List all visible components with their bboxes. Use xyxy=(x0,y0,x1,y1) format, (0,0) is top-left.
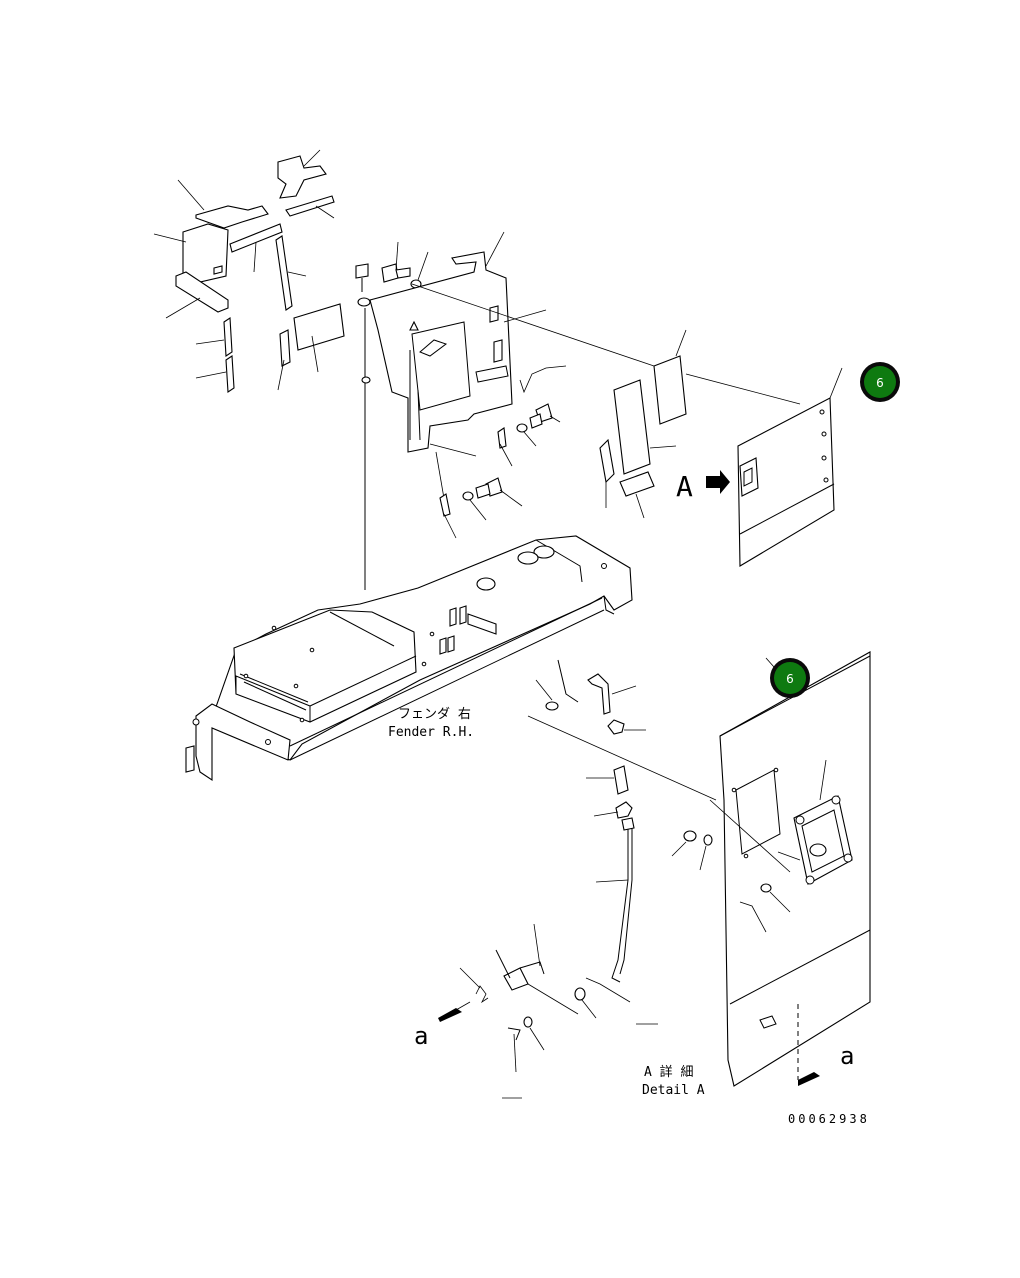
cover-triangle-mark xyxy=(409,320,419,331)
pad-square xyxy=(293,303,345,351)
nut-detail-2 xyxy=(615,801,633,819)
door-lock-plate xyxy=(739,457,759,497)
washer-detail-2 xyxy=(703,834,713,846)
fender-label-jp: フェンダ 右 xyxy=(398,707,471,722)
washer-top xyxy=(357,297,371,307)
pad-side-upper xyxy=(182,223,229,283)
spring xyxy=(475,985,489,1004)
fender-boss-2 xyxy=(533,545,555,559)
l-handle xyxy=(587,673,611,715)
washer-right-1 xyxy=(516,423,528,433)
detail-label-jp: A 詳 細 xyxy=(644,1064,693,1080)
pad-strip-vertical xyxy=(275,235,293,311)
clip-1 xyxy=(489,305,499,323)
pad-small-strip-2 xyxy=(225,355,235,393)
pad-set-right: A xyxy=(599,329,843,567)
fender-front-bracket xyxy=(195,703,291,782)
callout-top-label: 6 xyxy=(876,376,884,390)
side-cover-assembly xyxy=(355,231,655,590)
drawing-number: 00062938 xyxy=(788,1112,870,1126)
door-panel xyxy=(737,397,835,567)
fender-label-en: Fender R.H. xyxy=(388,725,474,740)
detail-door-panel xyxy=(719,651,871,1087)
pin-bent xyxy=(557,659,579,703)
pad-small-strip-3 xyxy=(279,329,291,367)
washer-small xyxy=(361,376,371,384)
bolt-head xyxy=(355,263,369,279)
bolt-horizontal xyxy=(381,263,399,283)
view-arrow-icon xyxy=(706,470,730,494)
section-letter-a-right: a xyxy=(840,1042,854,1070)
spring-clip xyxy=(519,365,567,394)
view-letter-a: A xyxy=(676,470,693,503)
clip-bracket-1 xyxy=(497,427,507,449)
insulation-pads-group xyxy=(153,149,345,393)
long-rod xyxy=(611,821,629,983)
callout-detail-label: 6 xyxy=(786,672,794,686)
callout-detail[interactable]: 6 xyxy=(770,658,810,698)
pad-z-shape xyxy=(277,155,327,199)
washer-detail-1 xyxy=(683,830,697,842)
fender-boss-1 xyxy=(476,577,496,591)
pad-small-strip-1 xyxy=(223,317,233,357)
callout-top[interactable]: 6 xyxy=(860,362,900,402)
pad-strip-long-1 xyxy=(285,195,335,217)
pad-panel-small xyxy=(619,471,655,497)
detail-a-assembly: a a A 詳 細 Detail A xyxy=(414,651,871,1099)
clip-bracket-2 xyxy=(439,493,451,517)
callout-fill xyxy=(864,366,896,398)
cover-window xyxy=(411,321,471,411)
washer-detail-5 xyxy=(574,987,586,1001)
washer-detail-4 xyxy=(545,701,559,711)
pad-strip-long-2 xyxy=(229,223,283,253)
latch-knob xyxy=(809,843,827,857)
cover-slot xyxy=(419,339,448,357)
washer-detail-3 xyxy=(760,883,772,893)
nut-detail-1 xyxy=(607,719,625,735)
section-arrow-right-icon xyxy=(798,1072,820,1086)
lever-bracket xyxy=(503,967,529,991)
detail-window xyxy=(735,769,781,855)
section-letter-a-left: a xyxy=(414,1022,428,1050)
pad-bottom-flat xyxy=(175,271,229,313)
pad-panel-upper xyxy=(653,355,687,425)
washer-detail-6 xyxy=(523,1016,533,1028)
pad-panel-tall xyxy=(613,379,651,475)
detail-label-en: Detail A xyxy=(642,1083,705,1098)
fender-rh-assembly: フェンダ 右 Fender R.H. xyxy=(185,535,633,782)
bolt-shank xyxy=(395,267,411,279)
pad-notch xyxy=(213,265,223,275)
clip-2 xyxy=(493,339,503,363)
pad-top-large xyxy=(195,205,269,229)
section-arrow-left-icon xyxy=(438,1008,462,1022)
spacer-detail xyxy=(613,765,629,795)
callout-fill xyxy=(774,662,806,694)
pad-panel-narrow xyxy=(599,438,615,484)
side-cover-bracket xyxy=(369,251,513,453)
washer-right-2 xyxy=(462,491,474,501)
